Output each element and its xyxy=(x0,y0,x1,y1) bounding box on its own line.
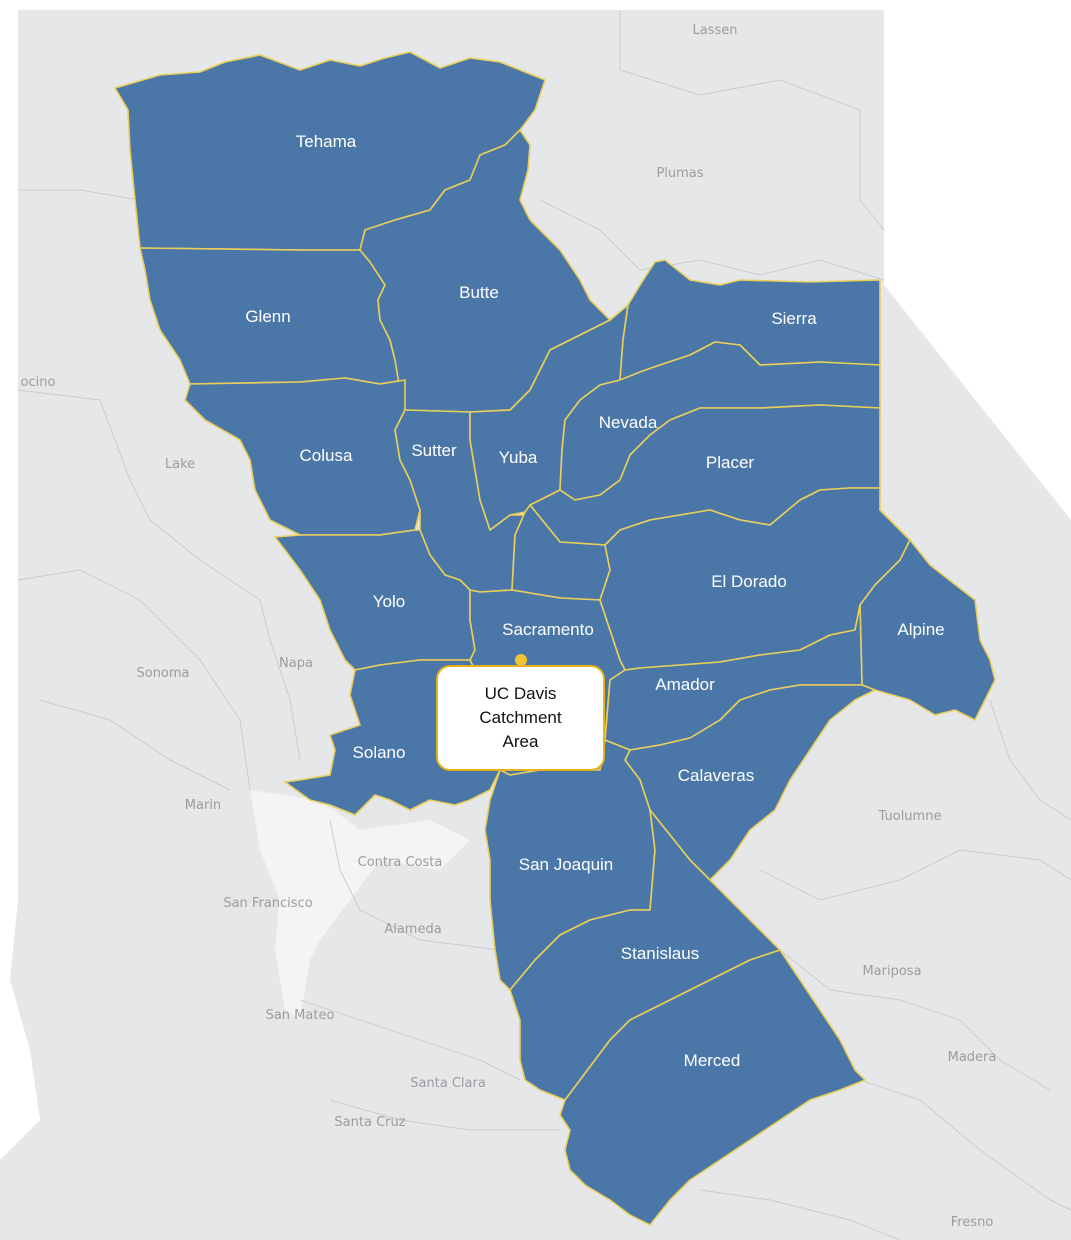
county-merced[interactable] xyxy=(559,949,866,1226)
bg-label-contra-costa: Contra Costa xyxy=(358,855,443,870)
callout-text: UC Davis Catchment Area xyxy=(479,684,562,751)
bg-label-santa-cruz: Santa Cruz xyxy=(334,1115,405,1130)
background-county-borders xyxy=(17,10,1071,1240)
label-san-joaquin: San Joaquin xyxy=(519,855,614,874)
background-labels: Lassen Plumas ocino Lake Sonoma Napa Mar… xyxy=(21,23,997,1230)
bg-label-madera: Madera xyxy=(948,1050,997,1065)
bg-label-mariposa: Mariposa xyxy=(862,964,921,979)
catchment-callout: UC Davis Catchment Area xyxy=(436,665,605,771)
bg-label-fresno: Fresno xyxy=(951,1215,994,1230)
county-alpine[interactable] xyxy=(859,509,996,721)
bg-label-marin: Marin xyxy=(185,798,221,813)
bg-label-tuolumne: Tuolumne xyxy=(878,809,942,824)
label-colusa: Colusa xyxy=(300,446,353,465)
county-butte[interactable] xyxy=(359,129,611,413)
bg-label-lake: Lake xyxy=(165,457,195,472)
label-sierra: Sierra xyxy=(771,309,817,328)
bg-label-san-mateo: San Mateo xyxy=(266,1008,335,1023)
bg-label-plumas: Plumas xyxy=(656,166,703,181)
label-stanislaus: Stanislaus xyxy=(621,944,699,963)
label-alpine: Alpine xyxy=(897,620,944,639)
label-tehama: Tehama xyxy=(296,132,357,151)
bg-label-lassen: Lassen xyxy=(693,23,738,38)
label-solano: Solano xyxy=(353,743,406,762)
label-yuba: Yuba xyxy=(499,448,538,467)
bg-label-alameda: Alameda xyxy=(384,922,441,937)
bg-label-sonoma: Sonoma xyxy=(136,666,189,681)
bg-label-napa: Napa xyxy=(279,656,313,671)
label-amador: Amador xyxy=(655,675,715,694)
catchment-counties xyxy=(114,51,996,1226)
label-placer: Placer xyxy=(706,453,755,472)
label-yolo: Yolo xyxy=(373,592,405,611)
label-calaveras: Calaveras xyxy=(678,766,755,785)
bg-label-santa-clara: Santa Clara xyxy=(410,1076,486,1091)
label-sutter: Sutter xyxy=(411,441,457,460)
bg-label-mendocino: ocino xyxy=(21,375,56,390)
county-labels: Tehama Glenn Butte Colusa Sutter Yuba Ne… xyxy=(245,132,944,1070)
uc-davis-marker[interactable] xyxy=(515,654,527,666)
label-el-dorado: El Dorado xyxy=(711,572,787,591)
bg-label-san-francisco: San Francisco xyxy=(223,896,312,911)
label-glenn: Glenn xyxy=(245,307,290,326)
label-merced: Merced xyxy=(684,1051,741,1070)
bay-inlet xyxy=(275,890,310,1020)
label-butte: Butte xyxy=(459,283,499,302)
label-nevada: Nevada xyxy=(599,413,658,432)
label-sacramento: Sacramento xyxy=(502,620,594,639)
